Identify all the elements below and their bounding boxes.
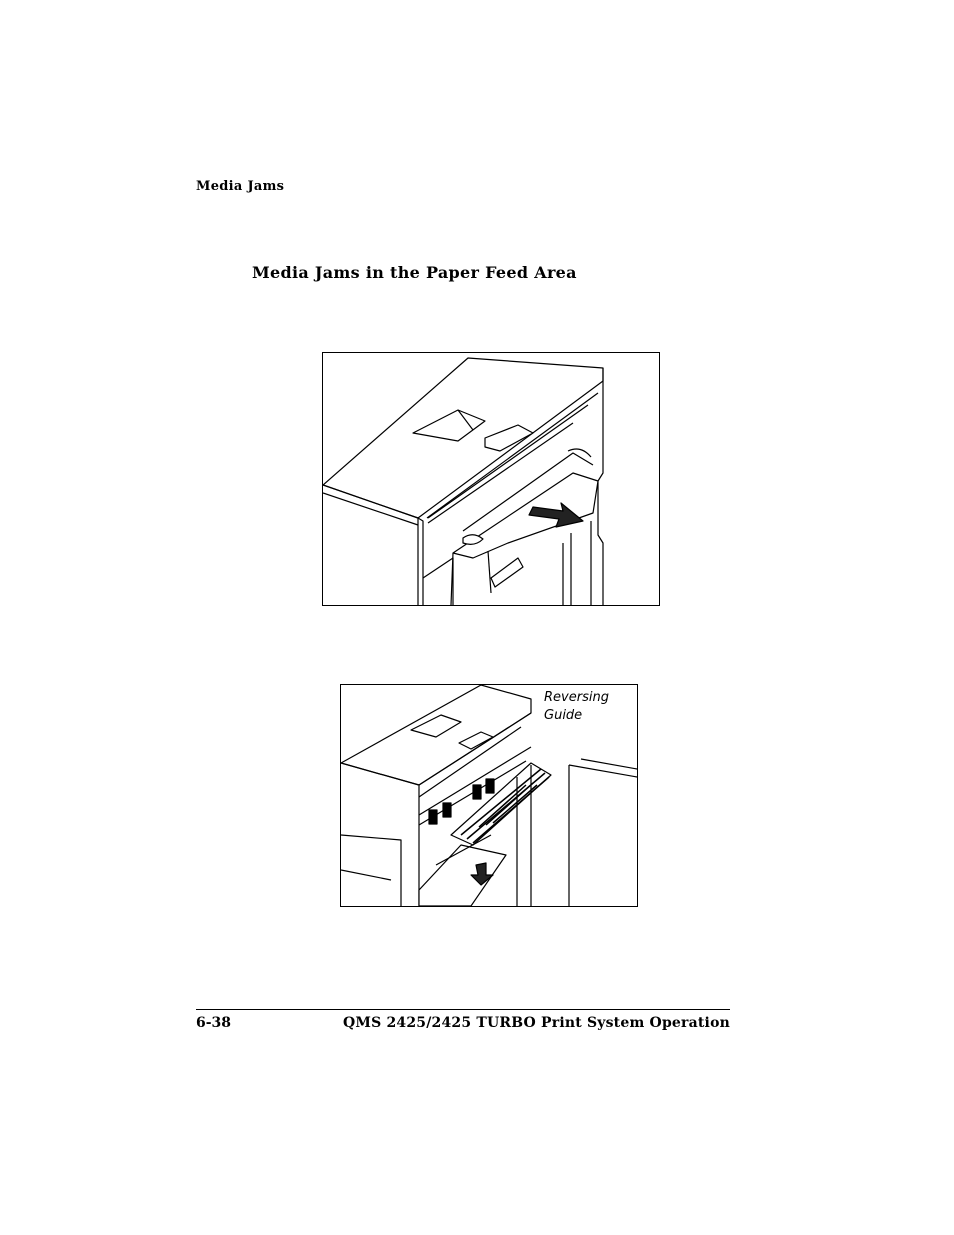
figure-reversing-guide: Reversing Guide <box>340 684 638 907</box>
callout-line-1: Reversing <box>544 690 609 705</box>
printer-illustration-top <box>323 357 604 605</box>
page-number: 6-38 <box>196 1015 232 1031</box>
callout-line-2: Guide <box>544 708 583 723</box>
figure-paper-feed-jam <box>322 352 660 606</box>
footer-rule <box>196 1009 730 1010</box>
reversing-guide-callout: Reversing Guide <box>544 689 609 725</box>
running-head: Media Jams <box>196 179 285 194</box>
printer-illustration-bottom <box>341 685 637 906</box>
section-title: Media Jams in the Paper Feed Area <box>252 263 577 282</box>
book-title: QMS 2425/2425 TURBO Print System Operati… <box>343 1015 730 1031</box>
